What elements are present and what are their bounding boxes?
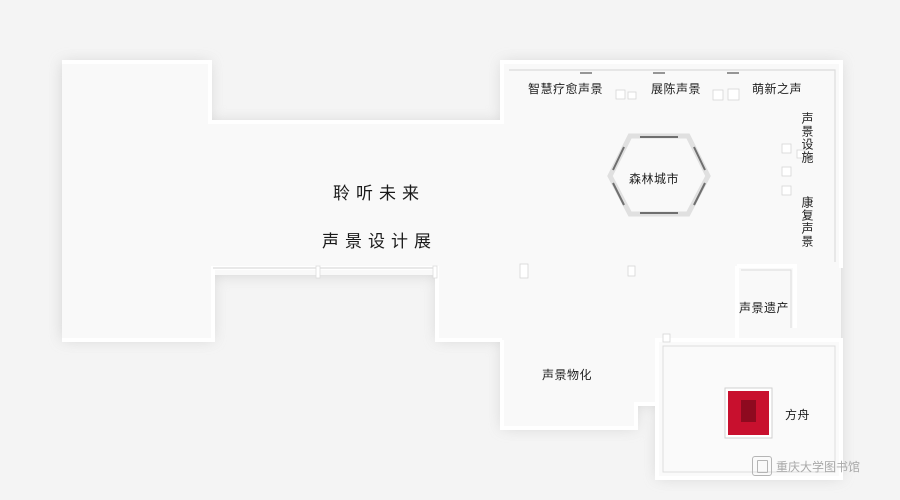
zone-label-facilities: 声景设施 — [800, 112, 814, 164]
heritage-room-walls — [735, 264, 797, 340]
library-logo-icon — [752, 456, 772, 476]
zone-label-ark: 方舟 — [785, 408, 811, 422]
ark-room-outline — [662, 345, 836, 473]
forest-city-installation — [607, 133, 711, 217]
zone-label-heritage: 声景遗产 — [739, 301, 790, 315]
watermark: 重庆大学图书馆 — [752, 456, 860, 476]
exhibition-title-line2: 声景设计展 — [322, 232, 437, 252]
zone-label-forest-city: 森林城市 — [629, 172, 680, 186]
watermark-text: 重庆大学图书馆 — [776, 459, 861, 474]
zone-label-objects: 声景物化 — [542, 368, 593, 382]
exhibition-title-line1: 聆听未来 — [333, 184, 425, 204]
heritage-room-outline — [741, 269, 792, 328]
inner-walls — [213, 69, 836, 269]
zone-label-healing: 智慧疗愈声景 — [528, 82, 604, 96]
ark-installation — [724, 387, 773, 439]
wall-segment — [315, 265, 321, 279]
zone-label-sprout: 萌新之声 — [752, 82, 803, 96]
wall-segment — [432, 265, 438, 279]
exhibition-floor — [62, 62, 841, 478]
zone-label-exhibit: 展陈声景 — [651, 82, 702, 96]
zone-label-rehab: 康复声景 — [800, 196, 814, 248]
display-blocks — [519, 88, 806, 343]
